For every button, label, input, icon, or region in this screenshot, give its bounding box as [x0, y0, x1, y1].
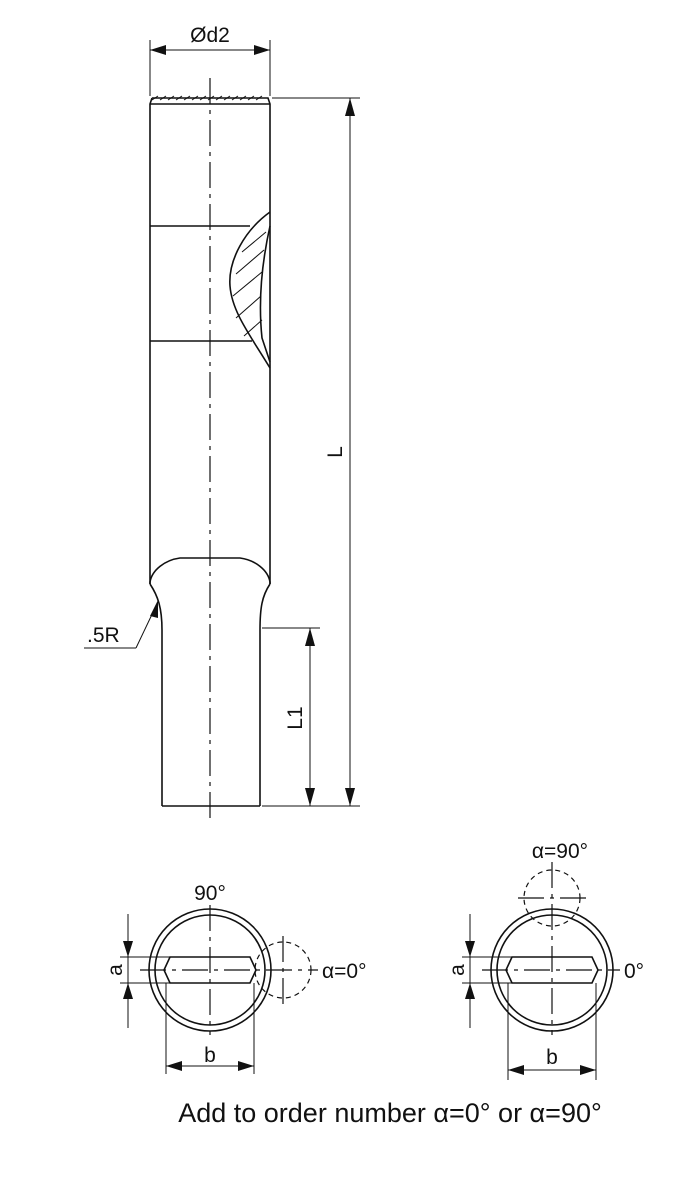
b-label-right: b [546, 1046, 558, 1069]
alpha-zero-label: α=0° [322, 960, 366, 983]
end-view-alpha-90: a b α=90° 0° [446, 840, 644, 1080]
zero-degree-label: 0° [624, 960, 644, 983]
dimension-L1: L1 [262, 627, 320, 806]
d2-label: Ød2 [190, 24, 230, 47]
L1-label: L1 [284, 706, 307, 729]
dimension-d2: Ød2 [149, 24, 271, 96]
L-label: L [324, 446, 347, 458]
a-label-left: a [104, 964, 127, 976]
punch-side-view [149, 78, 271, 818]
alpha-ninety-label: α=90° [532, 840, 588, 863]
radius-callout: .5R [84, 600, 158, 649]
radius-label: .5R [87, 624, 120, 647]
dimension-L: L [262, 97, 360, 807]
b-label-left: b [204, 1044, 216, 1067]
ninety-degree-label: 90° [194, 882, 226, 905]
order-note-caption: Add to order number α=0° or α=90° [178, 1098, 602, 1128]
end-view-alpha-0: a b 90° α=0° [104, 882, 366, 1074]
a-label-right: a [446, 964, 469, 976]
